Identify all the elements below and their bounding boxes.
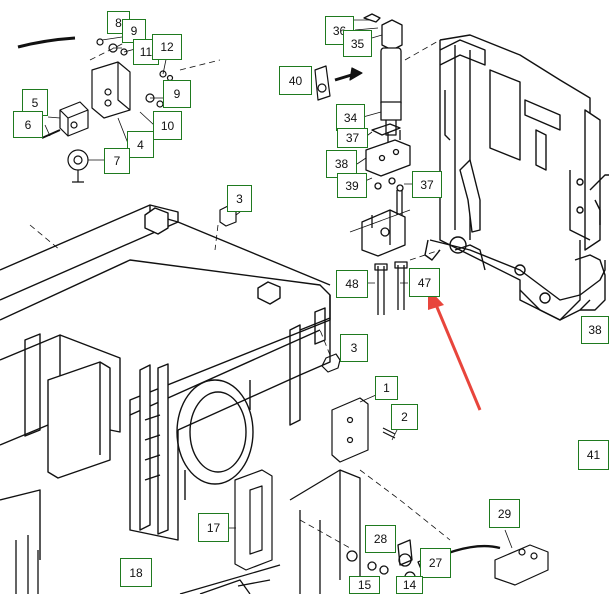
callout-38: 38 (581, 316, 609, 344)
callout-47: 47 (409, 268, 440, 297)
callout-40: 40 (279, 66, 312, 95)
cylinder-assembly (348, 13, 411, 315)
callout-3: 3 (340, 334, 368, 362)
bracket-part-1 (331, 394, 399, 463)
callout-28: 28 (365, 525, 396, 553)
callout-37: 37 (337, 128, 368, 148)
callout-15: 15 (349, 576, 380, 594)
right-upper-frame (424, 34, 609, 321)
callout-41: 41 (578, 440, 609, 470)
callout-2: 2 (391, 404, 418, 430)
callout-17: 17 (198, 513, 229, 542)
callout-10: 10 (153, 111, 182, 140)
main-frame (0, 204, 331, 560)
callout-48: 48 (336, 270, 368, 298)
part-29-bracket (419, 529, 549, 586)
callout-1: 1 (375, 376, 398, 400)
red-annotation-arrow (428, 288, 482, 411)
callout-6: 6 (13, 111, 43, 138)
cable-top-left (17, 36, 76, 49)
callout-37: 37 (412, 171, 442, 198)
callout-39: 39 (337, 173, 367, 198)
bracket-assembly-top-left (41, 38, 174, 183)
callout-35: 35 (343, 30, 372, 57)
callout-4: 4 (127, 131, 154, 158)
nut-part-3-lower (321, 353, 341, 373)
callout-14: 14 (396, 576, 423, 594)
callout-18: 18 (120, 558, 152, 587)
callout-29: 29 (489, 499, 520, 528)
callout-3: 3 (227, 185, 252, 212)
callout-7: 7 (104, 148, 130, 174)
part-40-clamp (314, 65, 363, 101)
callout-27: 27 (420, 548, 451, 578)
plate-part-17 (228, 469, 273, 571)
callout-12: 12 (152, 34, 182, 60)
callout-9: 9 (163, 80, 191, 108)
callout-34: 34 (336, 104, 365, 131)
